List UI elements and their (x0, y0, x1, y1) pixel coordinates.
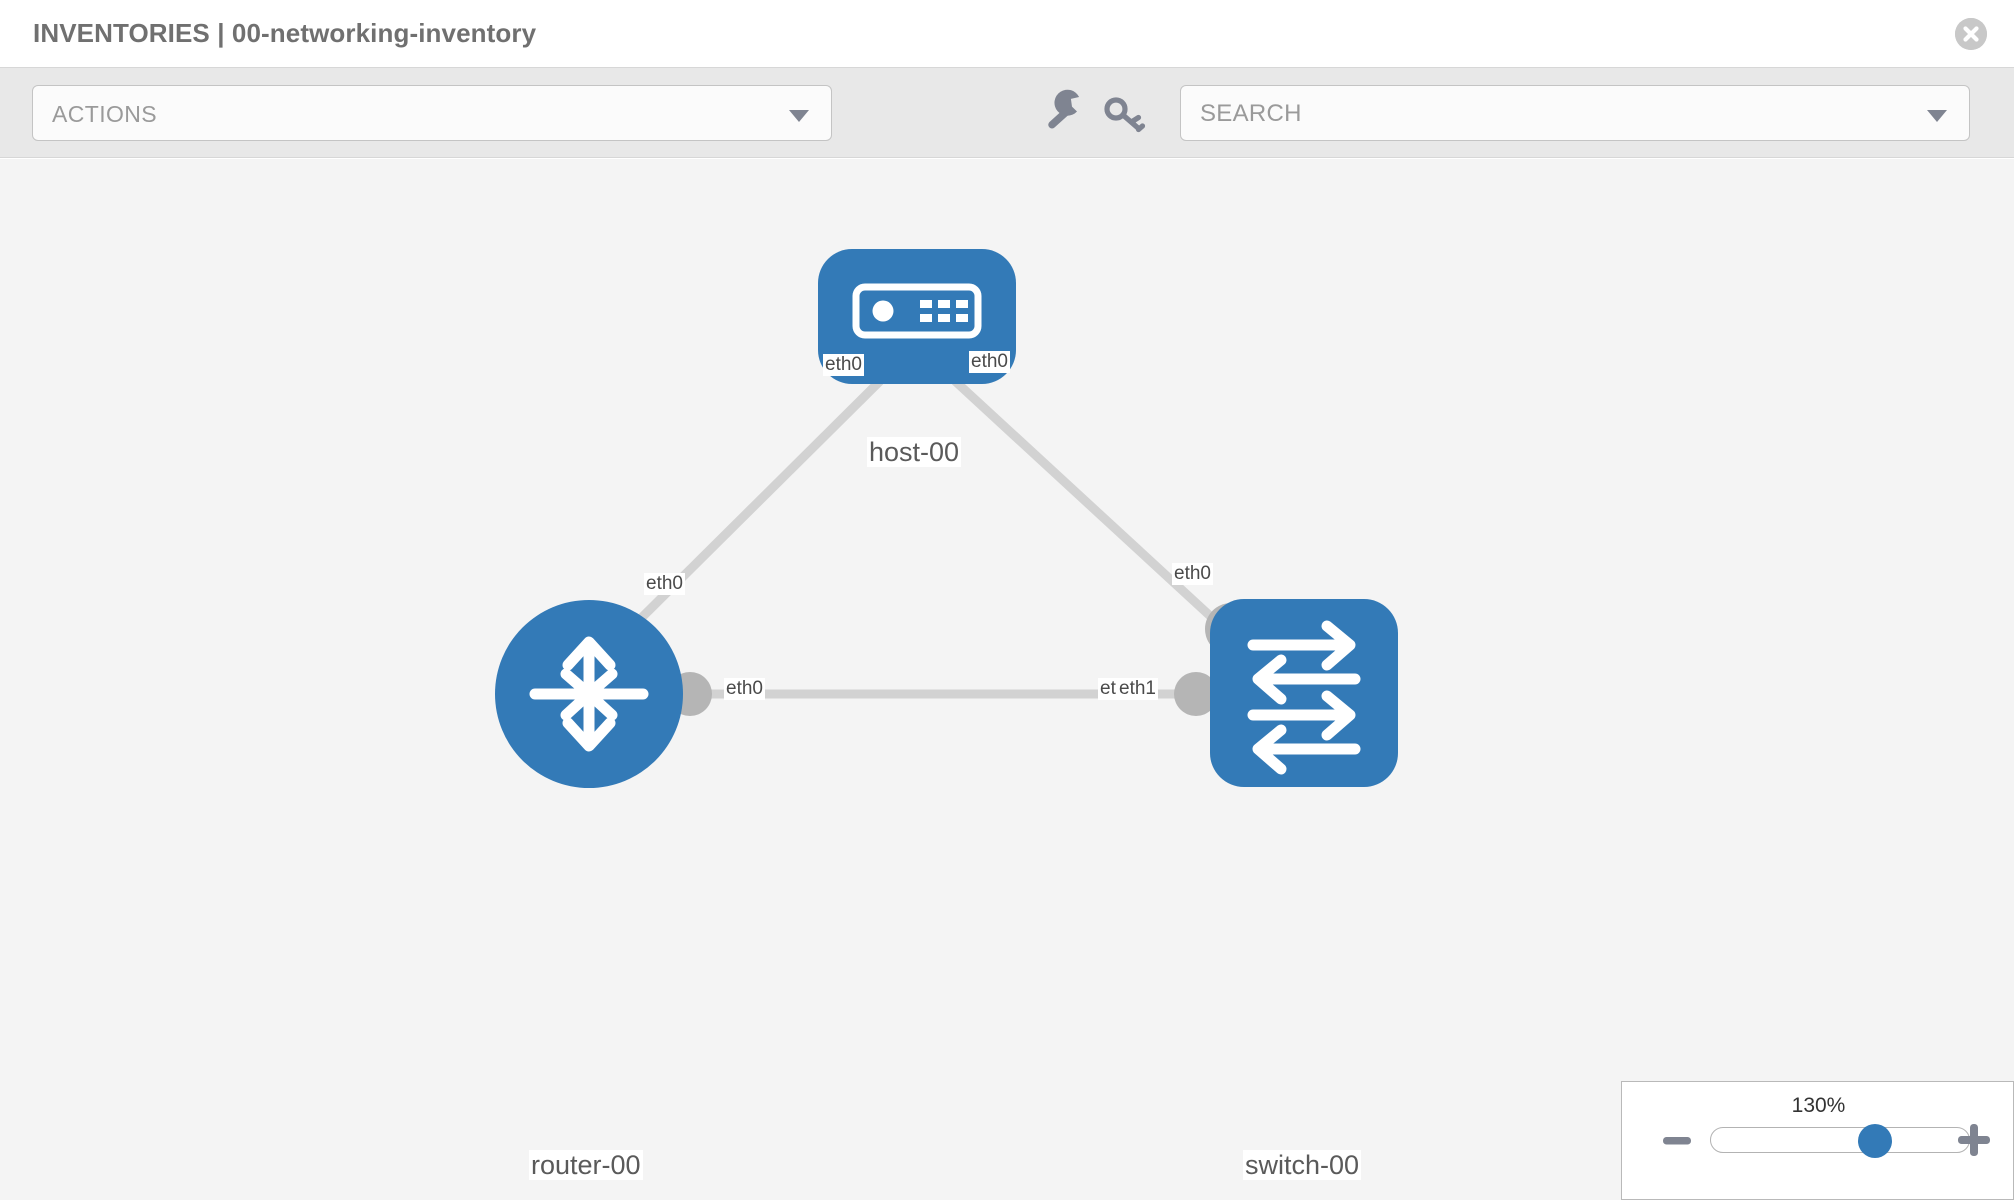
key-icon[interactable] (1100, 88, 1146, 138)
edge-label-router-up: eth0 (644, 573, 685, 595)
edge-label-switch-left: eth1 (1117, 678, 1158, 700)
topology-canvas[interactable]: host-00 router-00 switch-00 eth0 eth0 et… (0, 159, 2014, 1200)
topology-links (596, 377, 1237, 699)
chevron-down-icon (789, 110, 809, 122)
zoom-level-label: 130% (1791, 1094, 1846, 1117)
node-host-00 (818, 249, 1016, 384)
edge-label-router-right: eth0 (724, 678, 765, 700)
zoom-control-panel: 130% (1621, 1081, 2014, 1200)
node-switch-00 (1210, 599, 1398, 787)
node-label-host: host-00 (867, 437, 962, 468)
close-icon[interactable] (1955, 18, 1987, 50)
switch-arrows-icon (1247, 620, 1361, 775)
page-title: INVENTORIES | 00-networking-inventory (33, 18, 537, 48)
search-input[interactable]: SEARCH (1180, 85, 1970, 141)
page-header: INVENTORIES | 00-networking-inventory (0, 0, 2014, 68)
zoom-slider-thumb[interactable] (1858, 1124, 1892, 1158)
node-label-switch: switch-00 (1243, 1150, 1362, 1181)
node-router-00 (495, 600, 683, 788)
link-host-router (596, 377, 884, 663)
topology-graph (495, 249, 1398, 788)
connector-switch-left (1174, 672, 1218, 716)
node-label-router: router-00 (529, 1150, 643, 1181)
link-host-switch (951, 377, 1237, 641)
zoom-out-button[interactable] (1662, 1126, 1692, 1156)
wrench-icon[interactable] (1040, 88, 1086, 138)
actions-dropdown-label: ACTIONS (52, 101, 158, 127)
search-placeholder: SEARCH (1200, 100, 1302, 127)
actions-dropdown[interactable]: ACTIONS (32, 85, 832, 141)
edge-label-host-right: eth0 (969, 351, 1010, 373)
zoom-in-button[interactable] (1957, 1123, 1991, 1157)
server-device-icon (852, 283, 982, 339)
zoom-slider[interactable] (1710, 1124, 1970, 1158)
router-arrows-icon (529, 636, 649, 752)
chevron-down-icon (1927, 110, 1947, 122)
edge-label-switch-up: eth0 (1172, 563, 1213, 585)
edge-label-host-left: eth0 (823, 354, 864, 376)
